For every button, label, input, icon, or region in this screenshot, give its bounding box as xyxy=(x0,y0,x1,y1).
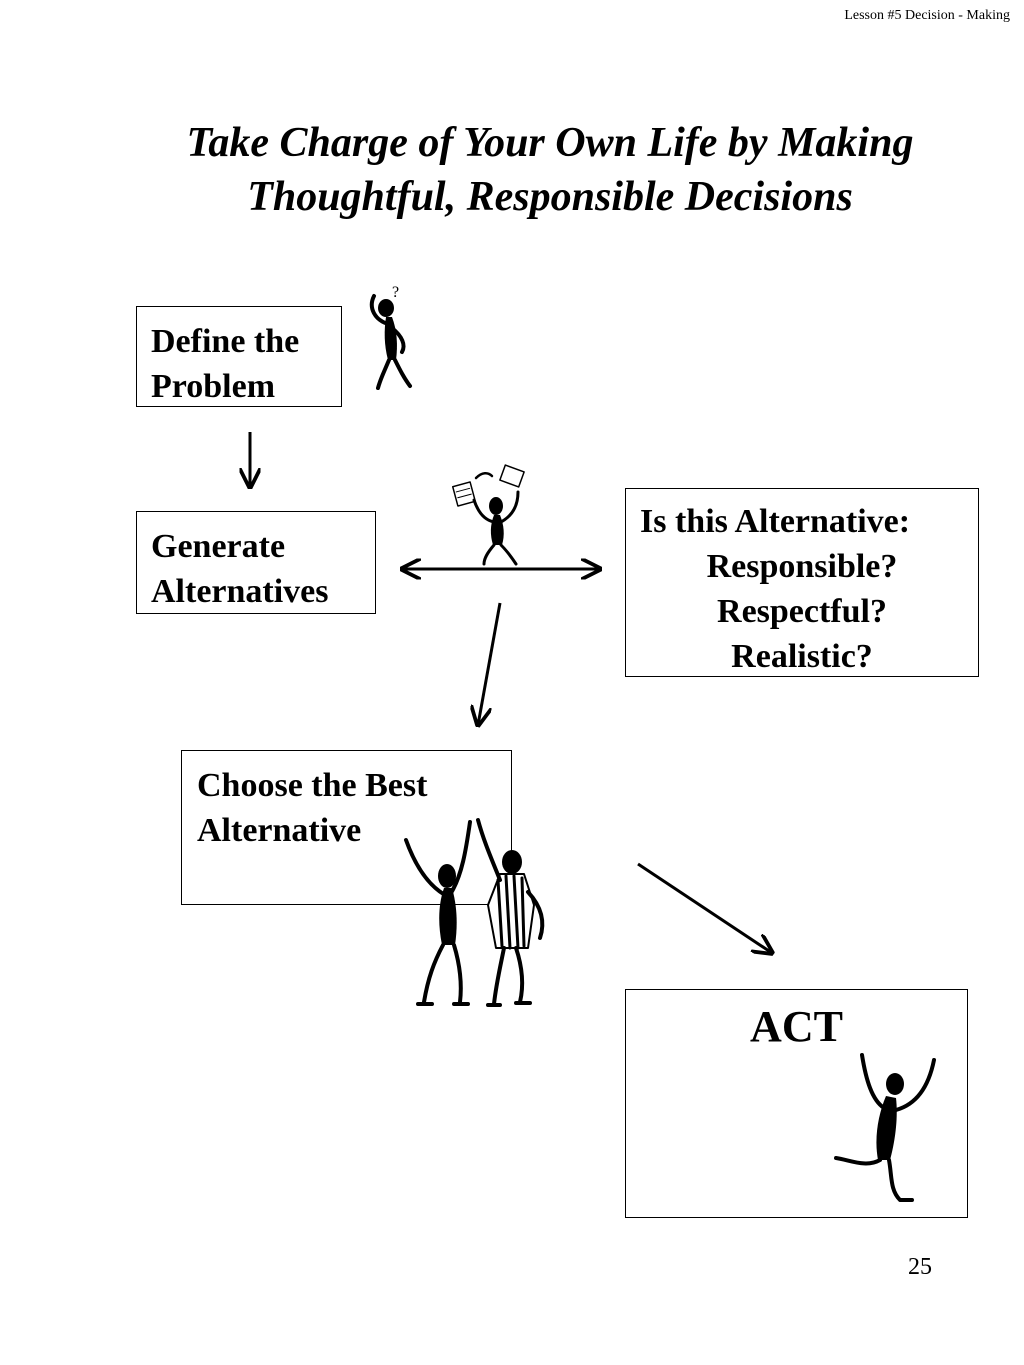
page-title-line-2: Thoughtful, Responsible Decisions xyxy=(247,174,853,220)
criterion-realistic: Realistic? xyxy=(731,638,873,675)
page-number: 25 xyxy=(908,1254,932,1280)
define-problem-line-2: Problem xyxy=(151,368,276,405)
question-mark-glyph: ? xyxy=(392,284,399,301)
criterion-responsible: Responsible? xyxy=(706,548,898,585)
arrow-to-act xyxy=(637,862,772,953)
generate-alternatives-box: Generate Alternatives xyxy=(136,511,376,614)
define-problem-box: Define the Problem xyxy=(136,306,342,407)
criterion-respectful: Respectful? xyxy=(717,593,887,630)
thinking-figure-icon: ? xyxy=(369,284,412,390)
define-problem-line-1: Define the xyxy=(151,323,300,360)
choose-best-box: Choose the Best Alternative xyxy=(181,750,512,905)
choose-best-line-1: Choose the Best xyxy=(197,767,428,804)
act-box: ACT xyxy=(625,989,968,1218)
act-label: ACT xyxy=(750,1002,843,1051)
page-title-line-1: Take Charge of Your Own Life by Making xyxy=(186,120,914,166)
evaluate-question: Is this Alternative: xyxy=(640,503,911,540)
arrow-to-choose xyxy=(478,602,502,725)
evaluate-alternative-box: Is this Alternative: Responsible? Respec… xyxy=(625,488,979,677)
generate-alternatives-line-1: Generate xyxy=(151,528,286,565)
juggling-figure-icon xyxy=(451,464,525,566)
lesson-header: Lesson #5 Decision - Making xyxy=(844,8,1010,23)
choose-best-line-2: Alternative xyxy=(197,812,362,849)
generate-alternatives-line-2: Alternatives xyxy=(151,573,329,610)
